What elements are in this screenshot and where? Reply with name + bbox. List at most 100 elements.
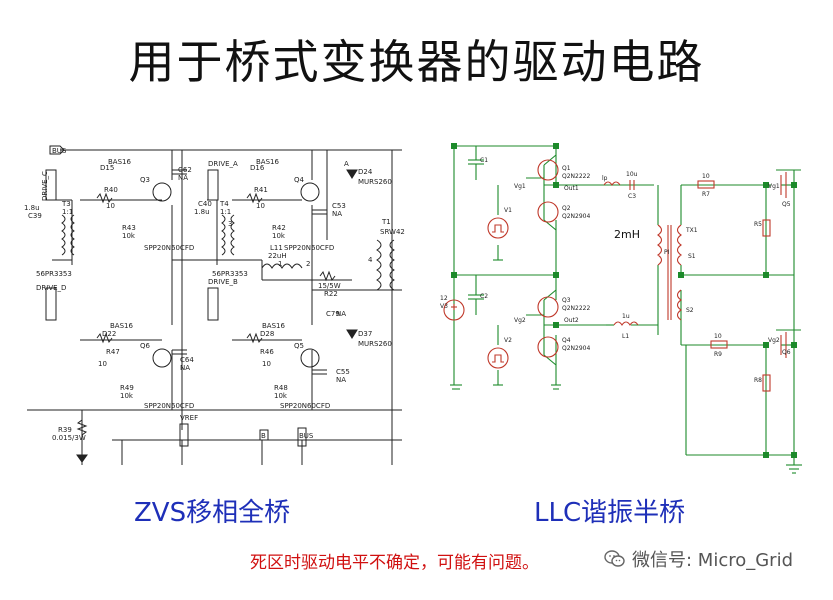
l11-value: 22uH xyxy=(268,252,287,260)
r41-value: 10 xyxy=(256,202,265,210)
t4-part: 56PR3353 xyxy=(212,270,248,278)
drive-d-label: DRIVE_D xyxy=(36,284,66,292)
d28-label: D28 xyxy=(260,330,274,338)
r43-label: R43 xyxy=(122,224,136,232)
s2-label: S2 xyxy=(686,307,694,314)
c79-label: C79 xyxy=(326,310,340,318)
out2-label: Out2 xyxy=(564,317,579,324)
q5-label-r: Q5 xyxy=(782,201,791,208)
d15-part: BAS16 xyxy=(108,158,131,166)
t3-part: 56PR3353 xyxy=(36,270,72,278)
q4-part-r: Q2N2904 xyxy=(562,345,590,352)
c79-value: NA xyxy=(336,310,346,318)
vg2b-label: Vg2 xyxy=(768,337,780,344)
c2-label: C2 xyxy=(480,293,488,300)
r48-value: 10k xyxy=(274,392,288,400)
watermark-text: 微信号: Micro_Grid xyxy=(632,550,794,571)
r47-value: 10 xyxy=(98,360,107,368)
c3-label: C3 xyxy=(628,193,636,200)
q2-part: Q2N2904 xyxy=(562,213,590,220)
q4-label: Q4 xyxy=(294,176,305,184)
wechat-icon xyxy=(604,550,625,567)
t3-ratio: 1:1 xyxy=(62,208,73,216)
r9-value: 10 xyxy=(714,333,722,340)
q3-part-r: Q2N2222 xyxy=(562,305,590,312)
v1-label: V1 xyxy=(504,207,512,214)
r47-label: R47 xyxy=(106,348,120,356)
r49-value: 10k xyxy=(120,392,134,400)
q3-part: SPP20N60CFD xyxy=(144,244,194,252)
bus-label: BUS xyxy=(52,147,67,155)
d24-label: D24 xyxy=(358,168,373,176)
pin-2-label: 2 xyxy=(306,260,310,268)
zvs-caption: ZVS移相全桥 xyxy=(134,498,291,528)
zvs-full-bridge-schematic: BUS DRIVE_C 1.8u C39 T3 1:1 56PR3353 D15… xyxy=(24,145,405,465)
tx1-label: TX1 xyxy=(685,227,698,234)
r42-label: R42 xyxy=(272,224,286,232)
pin-4-label: 4 xyxy=(368,256,373,264)
v2-label: V2 xyxy=(504,337,512,344)
bus2-label: BUS xyxy=(299,432,314,440)
r22-label: R22 xyxy=(324,290,338,298)
out1-label: Out1 xyxy=(564,185,579,192)
llc-half-bridge-schematic: C1 Vg1 V1 Q1 Q2N2222 Out1 lp 10u C3 Q2 Q… xyxy=(440,143,802,474)
d28-part: BAS16 xyxy=(262,322,285,330)
v3-value: 12 xyxy=(440,295,448,302)
l11-label: L11 xyxy=(270,244,283,252)
q6-label-r: Q6 xyxy=(782,349,791,356)
c40-value: 1.8u xyxy=(194,208,210,216)
r7-value: 10 xyxy=(702,173,710,180)
d16-part: BAS16 xyxy=(256,158,279,166)
q1-part: Q2N2222 xyxy=(562,173,590,180)
drive-b-label: DRIVE_B xyxy=(208,278,238,286)
d16-label: D16 xyxy=(250,164,265,172)
q2-label: Q2 xyxy=(562,205,571,212)
pin-1-label: 1 xyxy=(278,260,282,268)
v3-label: V3 xyxy=(440,303,448,310)
r40-label: R40 xyxy=(104,186,118,194)
vg2-label: Vg2 xyxy=(514,317,526,324)
t4-label: T4 xyxy=(219,200,229,208)
r9-label: R9 xyxy=(714,351,722,358)
r43-value: 10k xyxy=(122,232,136,240)
d22-part: BAS16 xyxy=(110,322,133,330)
pin-3-label: 3 xyxy=(228,220,232,228)
q5-label: Q5 xyxy=(294,342,304,350)
c55-label: C55 xyxy=(336,368,350,376)
inductance-label: 2mH xyxy=(614,228,640,241)
t4-ratio: 1:1 xyxy=(220,208,231,216)
r40-value: 10 xyxy=(106,202,115,210)
deadtime-note: 死区时驱动电平不确定，可能有问题。 xyxy=(250,553,539,573)
q4-label-r: Q4 xyxy=(562,337,571,344)
q1-label: Q1 xyxy=(562,165,571,172)
a-label: A xyxy=(344,160,349,168)
r5-label: R5 xyxy=(754,221,762,228)
c62-label: C62 xyxy=(178,166,192,174)
r46-label: R46 xyxy=(260,348,274,356)
t3-label: T3 xyxy=(61,200,71,208)
r48-label: R48 xyxy=(274,384,288,392)
c62-value: NA xyxy=(178,174,188,182)
c40-label: C40 xyxy=(198,200,212,208)
l1-value: 1u xyxy=(622,313,630,320)
vg1b-label: Vg1 xyxy=(768,183,780,190)
c55-value: NA xyxy=(336,376,346,384)
r39-label: R39 xyxy=(58,426,72,434)
d24-part: MURS260 xyxy=(358,178,392,186)
lp-label: lp xyxy=(602,175,608,182)
q3-label: Q3 xyxy=(140,176,150,184)
c1-label: C1 xyxy=(480,157,488,164)
d37-part: MURS260 xyxy=(358,340,392,348)
d22-label: D22 xyxy=(102,330,116,338)
d15-label: D15 xyxy=(100,164,114,172)
t1-label: T1 xyxy=(381,218,391,226)
llc-caption: LLC谐振半桥 xyxy=(534,498,686,528)
q3-label-r: Q3 xyxy=(562,297,571,304)
s1-label: S1 xyxy=(688,253,696,260)
r42-value: 10k xyxy=(272,232,286,240)
r41-label: R41 xyxy=(254,186,268,194)
r22-value: 15/5W xyxy=(318,282,341,290)
r46-value: 10 xyxy=(262,360,271,368)
vg1-label: Vg1 xyxy=(514,183,526,190)
c39-value: 1.8u xyxy=(24,204,40,212)
